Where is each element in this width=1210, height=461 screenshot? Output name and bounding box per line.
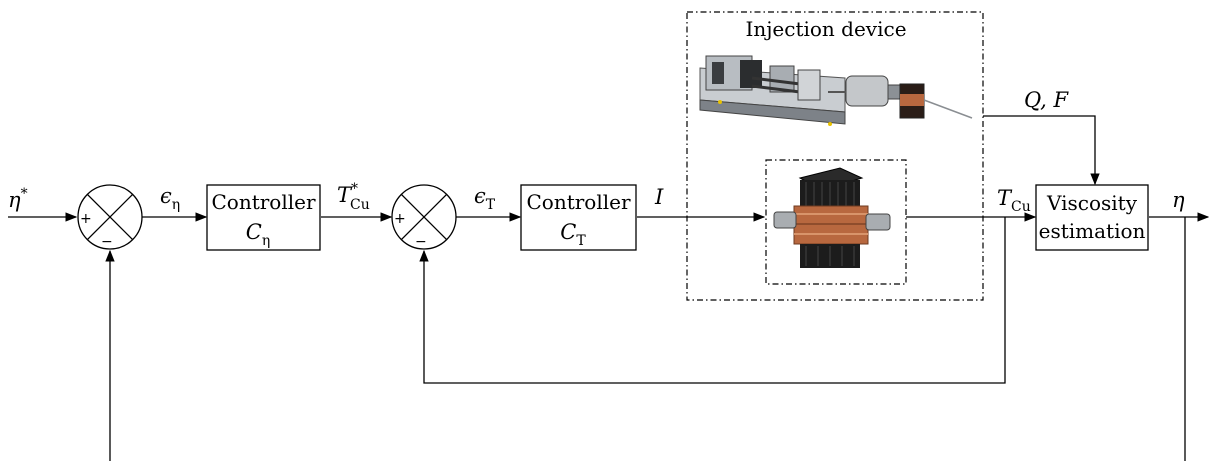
error-t-label: ϵT bbox=[474, 184, 496, 213]
controller-eta-title: Controller bbox=[211, 190, 315, 214]
viscosity-estimation-line1: Viscosity bbox=[1046, 191, 1138, 215]
viscosity-output-label: η bbox=[1172, 188, 1185, 212]
flow-force-label: Q, F bbox=[1024, 88, 1070, 112]
sum2-minus-sign: − bbox=[415, 234, 427, 250]
sum2-plus-sign: + bbox=[394, 211, 406, 227]
controller-t-block: Controller CT bbox=[520, 184, 637, 251]
temp-reference-label: T*Cu bbox=[337, 181, 370, 213]
temperature-feedback-path bbox=[419, 217, 1006, 384]
heater-sub-box bbox=[765, 159, 907, 285]
flow-force-arrow bbox=[983, 115, 1100, 186]
error-eta-label: ϵη bbox=[160, 184, 180, 213]
viscosity-estimation-line2: estimation bbox=[1039, 219, 1146, 243]
sum1-minus-sign: − bbox=[101, 234, 113, 250]
controller-t-title: Controller bbox=[526, 190, 630, 214]
controller-eta-symbol: Cη bbox=[246, 220, 270, 249]
temp-cu-label: TCu bbox=[997, 186, 1031, 215]
syringe-pump-image bbox=[699, 55, 973, 126]
viscosity-reference-label: η* bbox=[8, 186, 28, 212]
controller-t-symbol: CT bbox=[560, 220, 586, 249]
sum1-plus-sign: + bbox=[80, 211, 92, 227]
summing-junction-2: + − bbox=[391, 184, 457, 250]
copper-heater-image bbox=[773, 167, 891, 268]
viscosity-estimation-block: Viscosity estimation bbox=[1035, 184, 1149, 251]
injection-device-box: Injection device bbox=[686, 11, 984, 301]
summing-junction-1: + − bbox=[77, 184, 143, 250]
current-label: I bbox=[654, 185, 664, 209]
injection-device-title: Injection device bbox=[745, 17, 906, 41]
controller-eta-block: Controller Cη bbox=[206, 184, 321, 251]
